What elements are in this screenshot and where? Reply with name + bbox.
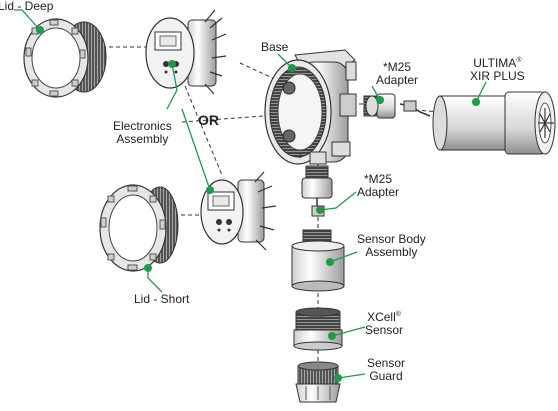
sensor-body-line1: Sensor Body bbox=[357, 232, 426, 246]
ultima-registered-mark: ® bbox=[516, 57, 522, 64]
lid-deep-text: Lid - Deep bbox=[0, 0, 54, 13]
xir-connector bbox=[403, 100, 417, 112]
electronics-assembly-label: Electronics Assembly bbox=[113, 120, 172, 146]
m25-adapter-side-label: *M25 Adapter bbox=[357, 173, 399, 199]
m25-adapter-side-line1: *M25 bbox=[364, 172, 393, 186]
or-label: OR bbox=[198, 112, 219, 128]
ultima-xir-plus-label: ULTIMA® XIR PLUS bbox=[470, 57, 525, 83]
callout-dots bbox=[36, 26, 480, 382]
lid-short-label: Lid - Short bbox=[134, 293, 189, 306]
sensor-body-line2: Assembly bbox=[365, 245, 418, 259]
base-label: Base bbox=[261, 41, 288, 54]
guard-line1: Sensor bbox=[367, 356, 406, 370]
sensor-body-assembly-label: Sensor Body Assembly bbox=[357, 233, 426, 259]
ultima-line2: XIR PLUS bbox=[470, 69, 525, 83]
m25-adapter-vertical bbox=[301, 165, 333, 217]
ultima-line1: ULTIMA bbox=[473, 56, 517, 70]
electronics-assembly-bottom bbox=[200, 171, 277, 251]
svg-text:3: 3 bbox=[298, 153, 302, 160]
electronics-line1: Electronics bbox=[113, 119, 172, 133]
xcell-line1: XCell bbox=[367, 310, 396, 324]
lid-deep-part bbox=[23, 18, 107, 98]
base-text: Base bbox=[261, 40, 289, 54]
xcell-sensor-part bbox=[293, 307, 343, 351]
lid-short-part bbox=[99, 184, 179, 272]
sensor-guard-label: Sensor Guard bbox=[367, 357, 405, 383]
base-part: 3 bbox=[264, 49, 357, 165]
ultima-xir-plus-part bbox=[432, 91, 556, 155]
lid-deep-label: Lid - Deep bbox=[0, 0, 53, 13]
m25-adapter-top-line1: *M25 bbox=[383, 60, 412, 74]
lid-short-text: Lid - Short bbox=[134, 292, 190, 306]
sensor-body-part bbox=[291, 229, 345, 292]
xcell-registered-mark: ® bbox=[395, 311, 401, 318]
guard-line2: Guard bbox=[369, 369, 403, 383]
m25-adapter-horizontal bbox=[363, 93, 396, 119]
sensor-guard-part bbox=[295, 361, 341, 403]
m25-adapter-side-line2: Adapter bbox=[357, 185, 400, 199]
m25-adapter-top-line2: Adapter bbox=[376, 73, 419, 87]
electronics-assembly-top bbox=[145, 9, 227, 95]
xcell-sensor-label: XCell® Sensor bbox=[365, 311, 403, 337]
xcell-line2: Sensor bbox=[365, 323, 404, 337]
electronics-line2: Assembly bbox=[116, 132, 169, 146]
m25-adapter-top-label: *M25 Adapter bbox=[376, 61, 418, 87]
